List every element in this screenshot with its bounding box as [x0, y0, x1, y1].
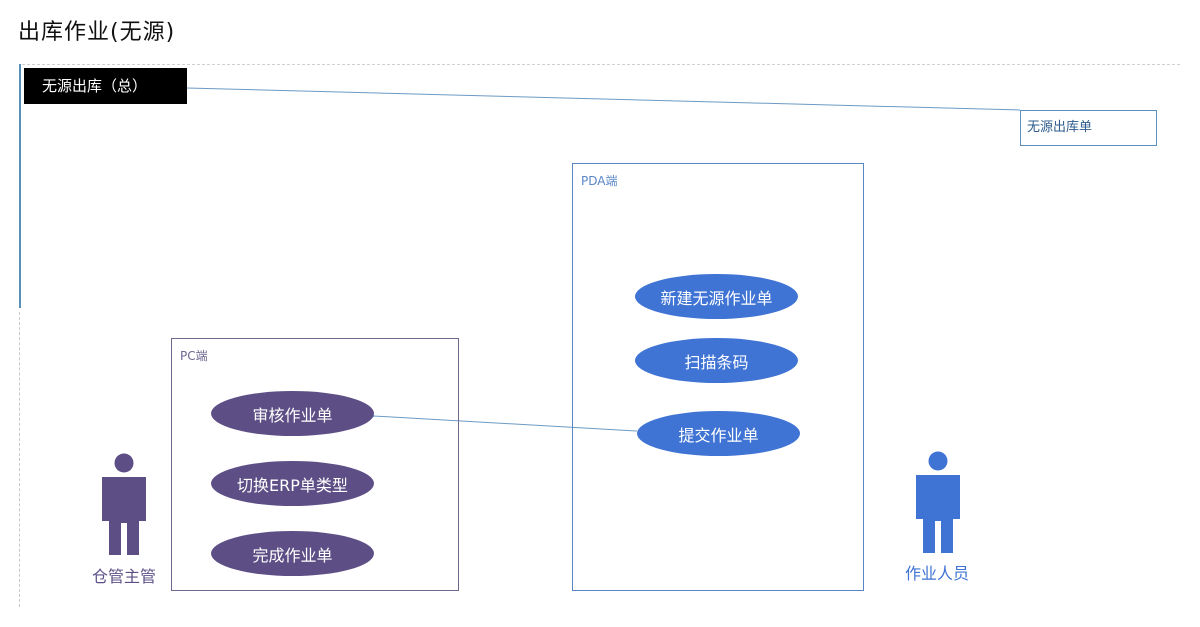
frame-border-left	[19, 64, 21, 308]
actor-manager-icon	[102, 453, 146, 555]
actor-worker-label: 作业人员	[904, 564, 969, 583]
pc-system-label: PC端	[180, 349, 208, 363]
pc-system-boundary: PC端	[171, 338, 459, 591]
usecase-complete-order[interactable]: 完成作业单	[211, 531, 374, 576]
frame-tag: 无源出库（总）	[24, 68, 187, 104]
page-title: 出库作业(无源)	[18, 20, 176, 45]
frame-border-left-dashed	[19, 312, 20, 607]
usecase-switch-erp-type[interactable]: 切换ERP单类型	[211, 461, 374, 506]
frame-border-top	[22, 64, 1180, 65]
actor-manager-label: 仓管主管	[91, 567, 156, 586]
usecase-create-order[interactable]: 新建无源作业单	[635, 274, 798, 319]
usecase-scan-barcode[interactable]: 扫描条码	[635, 338, 798, 383]
usecase-submit-order[interactable]: 提交作业单	[637, 411, 800, 456]
note-box: 无源出库单	[1020, 110, 1157, 146]
pda-system-label: PDA端	[581, 174, 618, 188]
frame-tag-to-note-connector	[186, 87, 1021, 111]
submit-to-review-arrow	[363, 408, 638, 432]
actor-worker-icon	[916, 451, 960, 553]
pda-system-boundary: PDA端	[572, 163, 864, 591]
usecase-review-order[interactable]: 审核作业单	[211, 391, 374, 436]
